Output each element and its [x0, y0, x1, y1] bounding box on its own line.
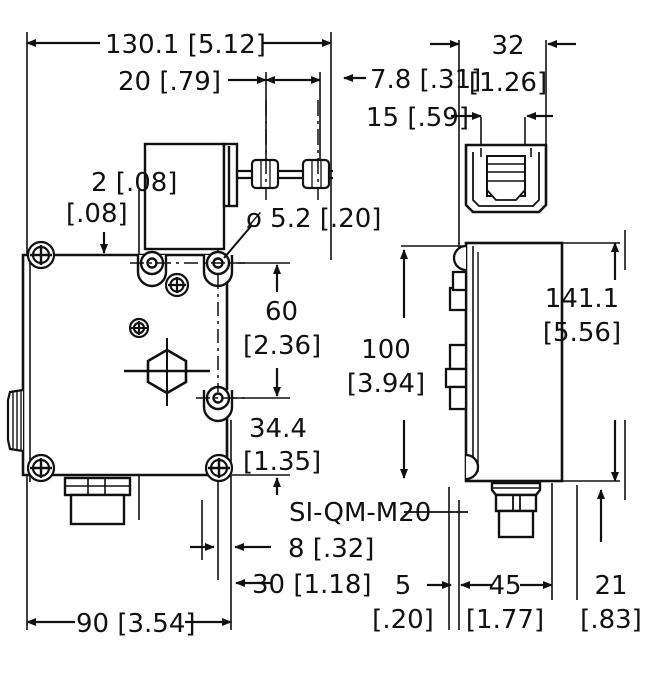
label-overall-width: 130.1 [5.12] — [105, 30, 266, 60]
label-connector-height-in: [.83] — [580, 605, 642, 635]
label-60-in: [2.36] — [243, 331, 321, 361]
label-thickness-mm: 2 [.08] — [91, 168, 177, 198]
label-mount-height-mm: 100 — [361, 335, 411, 365]
label-overall-height-mm: 141.1 — [545, 284, 619, 314]
label-edge-offset-8: 8 [.32] — [288, 534, 374, 564]
side-hinge-details — [444, 244, 480, 481]
label-hole-diameter: ø 5.2 [.20] — [246, 204, 381, 234]
label-thickness-in: [.08] — [66, 199, 128, 229]
front-cable-gland — [63, 476, 132, 526]
label-part-si-qm-m20: SI-QM-M20 — [289, 498, 431, 528]
label-34-4-mm: 34.4 — [249, 414, 307, 444]
side-extension-lines — [401, 40, 626, 630]
label-mount-height-in: [3.94] — [347, 369, 425, 399]
label-34-4-in: [1.35] — [243, 447, 321, 477]
label-connector-height-mm: 21 — [594, 571, 627, 601]
front-corner-screws — [26, 240, 234, 483]
dim-34-4 — [232, 474, 290, 495]
label-body-width-90: 90 [3.54] — [76, 609, 196, 639]
side-main-body — [464, 241, 564, 483]
front-terminal-pins — [237, 158, 333, 190]
label-offset-7-8: 7.8 [.31] — [370, 65, 481, 95]
label-60-mm: 60 — [265, 297, 298, 327]
label-top-width-in: [1.26] — [469, 68, 547, 98]
front-left-connector — [6, 388, 24, 453]
front-top-block — [143, 142, 239, 251]
label-top-width-mm: 32 — [491, 31, 524, 61]
side-top-connector — [464, 143, 548, 214]
label-base-width-mm: 45 — [488, 571, 521, 601]
front-hex-feature — [124, 338, 210, 406]
label-inner-width-15: 15 [.59] — [366, 103, 469, 133]
label-pin-spacing: 20 [.79] — [118, 67, 221, 97]
label-base-left-in: [.20] — [372, 605, 434, 635]
leader-hole-diameter — [223, 224, 253, 259]
dim-60 — [232, 262, 290, 399]
label-mount-offset-30: 30 [1.18] — [252, 570, 372, 600]
side-cable-gland — [490, 481, 542, 539]
front-main-body — [21, 248, 229, 482]
label-base-left-mm: 5 — [395, 571, 412, 601]
label-base-width-in: [1.77] — [466, 605, 544, 635]
label-overall-height-in: [5.56] — [543, 318, 621, 348]
pin-centerlines — [265, 100, 319, 200]
